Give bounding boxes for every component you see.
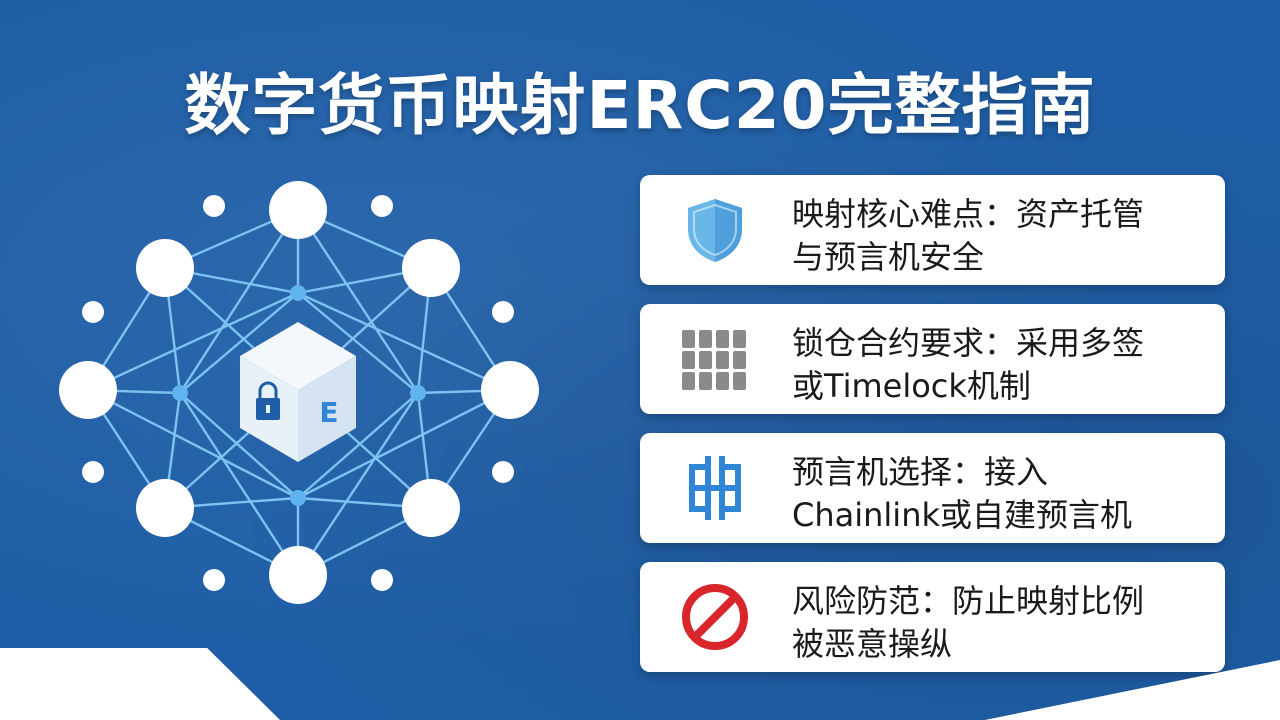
- grid-blocks-icon: [682, 330, 746, 390]
- card-risk-prevention: 风险防范：防止映射比例 被恶意操纵: [640, 562, 1225, 672]
- prohibited-icon: [682, 584, 748, 650]
- central-cube: E: [240, 322, 356, 462]
- card-line-2: 或Timelock机制: [792, 367, 1031, 405]
- card-line-2: Chainlink或自建预言机: [792, 496, 1133, 534]
- page-title: 数字货币映射ERC20完整指南: [184, 67, 1096, 144]
- card-line-1: 锁仓合约要求：采用多签: [792, 324, 1145, 362]
- card-line-2: 与预言机安全: [792, 238, 985, 276]
- network-nodes: [59, 181, 539, 604]
- card-lock-contract: 锁仓合约要求：采用多签 或Timelock机制: [640, 304, 1225, 414]
- card-line-2: 被恶意操纵: [792, 625, 953, 663]
- oracle-connector-icon: [689, 456, 741, 520]
- card-text: 锁仓合约要求：采用多签 或Timelock机制: [792, 322, 1192, 408]
- card-custody-oracle: 映射核心难点：资产托管 与预言机安全: [640, 175, 1225, 285]
- card-line-1: 风险防范：防止映射比例: [792, 582, 1145, 620]
- card-text: 风险防范：防止映射比例 被恶意操纵: [792, 580, 1192, 666]
- cube-letter: E: [319, 396, 338, 429]
- card-text: 映射核心难点：资产托管 与预言机安全: [792, 193, 1192, 279]
- card-oracle-choice: 预言机选择：接入 Chainlink或自建预言机: [640, 433, 1225, 543]
- network-junctions: [172, 285, 426, 506]
- card-line-1: 映射核心难点：资产托管: [792, 195, 1145, 233]
- lock-icon: [256, 381, 280, 420]
- card-text: 预言机选择：接入 Chainlink或自建预言机: [792, 451, 1192, 537]
- blockchain-network-illustration: E: [59, 181, 539, 604]
- shield-icon: [688, 199, 742, 262]
- card-line-1: 预言机选择：接入: [792, 453, 1049, 491]
